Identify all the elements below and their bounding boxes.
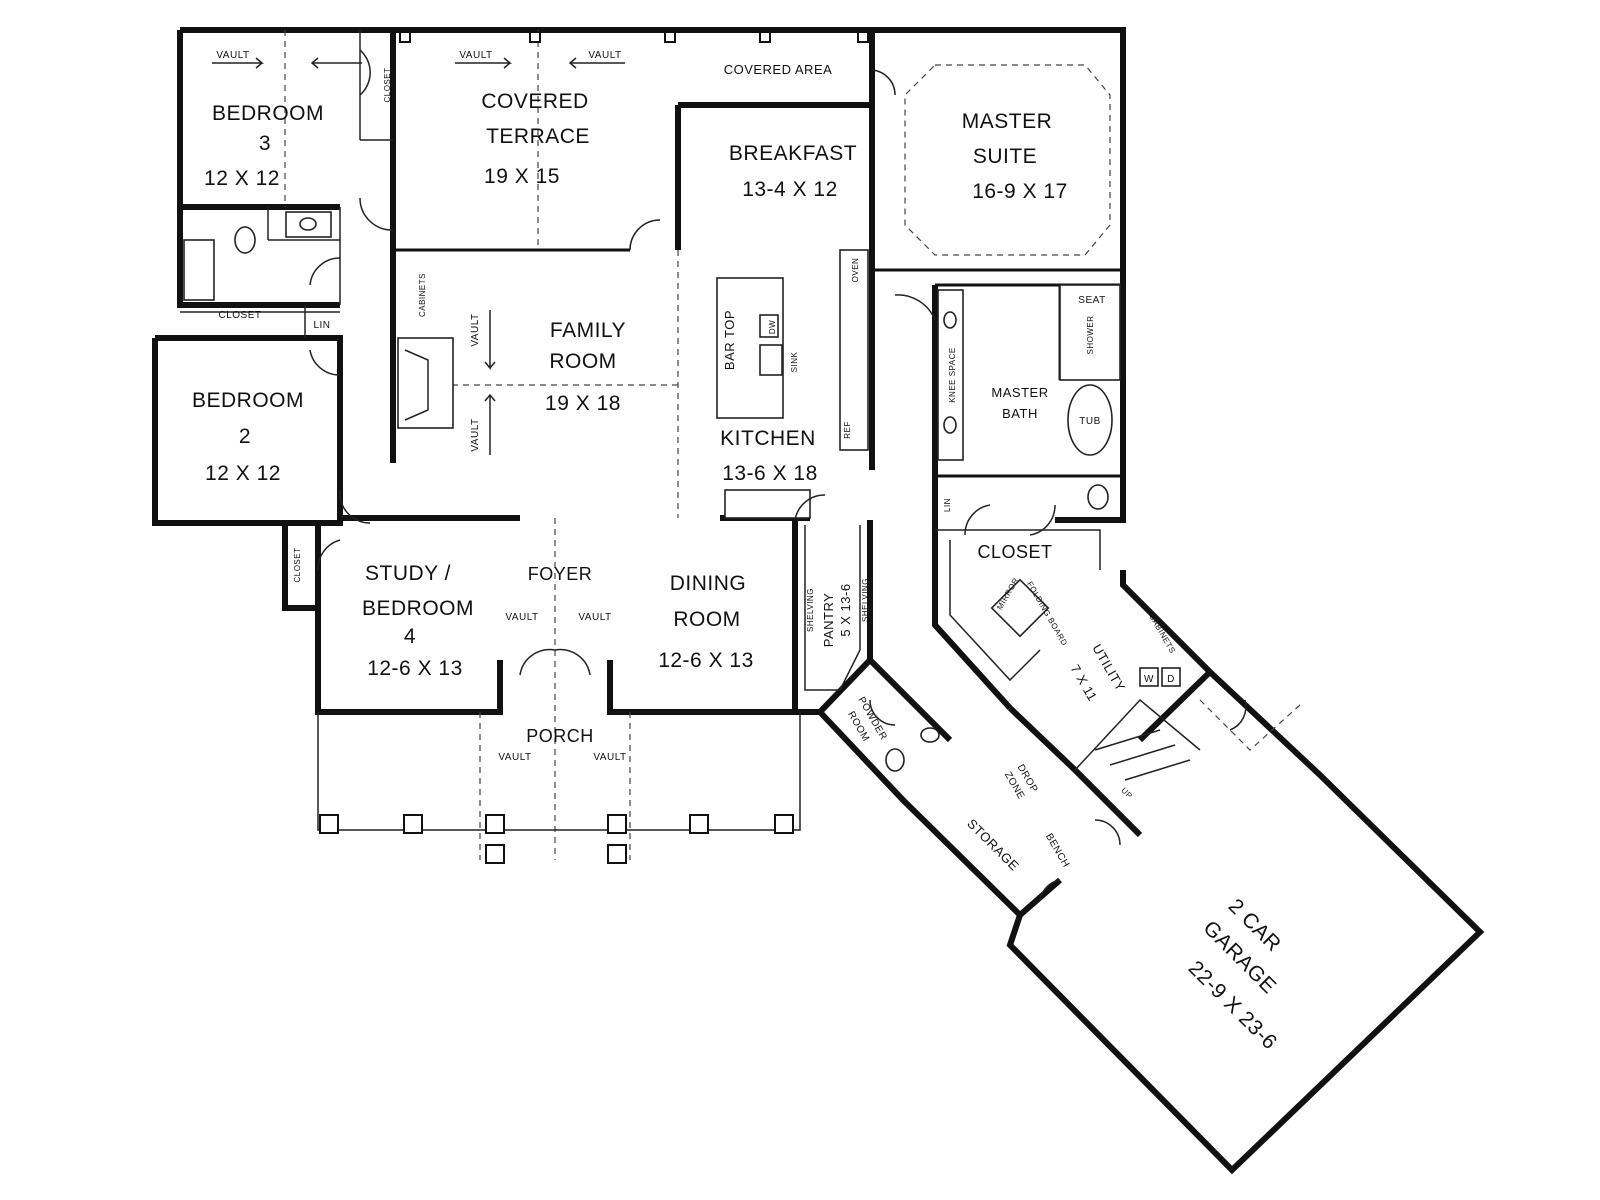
bedroom2-size: 12 X 12: [205, 462, 281, 485]
kitchen-name: KITCHEN: [720, 427, 816, 450]
closet-label: CLOSET: [293, 547, 302, 582]
foyer-label: FOYER: [528, 564, 593, 584]
sink-label: SINK: [790, 352, 799, 373]
pantry-name: PANTRY: [821, 593, 836, 648]
bar-top-label: BAR TOP: [722, 310, 737, 370]
knee-space-label: KNEE SPACE: [948, 347, 957, 403]
linen-label: LIN: [313, 320, 330, 331]
terrace-size: 19 X 15: [484, 165, 560, 188]
bedroom2-number: 2: [239, 425, 251, 448]
dining-name-1: DINING: [670, 572, 747, 595]
vault-label: VAULT: [470, 418, 481, 451]
bedroom3-size: 12 X 12: [204, 167, 280, 190]
vault-label: VAULT: [459, 50, 492, 61]
master-suite-size: 16-9 X 17: [972, 180, 1068, 203]
family-room-name-2: ROOM: [549, 350, 616, 373]
exterior-walls: [152, 27, 1485, 1175]
porch-posts: [319, 31, 869, 864]
study-name-1: STUDY /: [365, 562, 451, 585]
utility-size: 7 X 11: [1067, 662, 1100, 704]
door-swings: [309, 49, 1247, 901]
study-name-3: 4: [404, 625, 416, 648]
study-size: 12-6 X 13: [367, 657, 463, 680]
vault-label: VAULT: [216, 50, 249, 61]
master-closet-label: CLOSET: [977, 542, 1052, 562]
stair-up-label: UP: [1119, 786, 1134, 801]
bedroom3-name: BEDROOM: [212, 102, 324, 125]
master-bath-name-1: MASTER: [991, 385, 1048, 400]
shower-label: SHOWER: [1086, 316, 1095, 355]
small-labels: VAULT VAULT VAULT VAULT VAULT VAULT VAUL…: [216, 50, 1177, 801]
vault-label: VAULT: [470, 313, 481, 346]
linen-label: LIN: [943, 498, 952, 512]
washer-label: W: [1144, 674, 1154, 685]
breakfast-size: 13-4 X 12: [742, 178, 838, 201]
closet-label: CLOSET: [218, 310, 261, 321]
terrace-name-1: COVERED: [481, 90, 588, 113]
shelving-label: SHELVING: [861, 578, 870, 622]
porch-label: PORCH: [526, 726, 594, 746]
vault-label: VAULT: [593, 752, 626, 763]
pantry-size: 5 X 13-6: [838, 583, 853, 636]
master-suite-name-1: MASTER: [962, 110, 1053, 133]
dining-size: 12-6 X 13: [658, 649, 754, 672]
shelving-label: SHELVING: [806, 588, 815, 632]
kitchen-size: 13-6 X 18: [722, 462, 818, 485]
cabinets-label: CABINETS: [418, 273, 427, 317]
vault-label: VAULT: [578, 612, 611, 623]
vault-label: VAULT: [498, 752, 531, 763]
vault-label: VAULT: [505, 612, 538, 623]
master-suite-name-2: SUITE: [973, 145, 1037, 168]
ref-label: REF: [843, 421, 852, 439]
fixtures: [183, 211, 1181, 772]
vault-label: VAULT: [588, 50, 621, 61]
seat-label: SEAT: [1078, 295, 1105, 306]
family-room-size: 19 X 18: [545, 392, 621, 415]
closet-label: CLOSET: [383, 67, 392, 102]
vault-arrows: [212, 57, 625, 455]
family-room-name-1: FAMILY: [550, 319, 626, 342]
study-name-2: BEDROOM: [362, 597, 474, 620]
dryer-label: D: [1167, 674, 1175, 685]
bedroom3-number: 3: [259, 132, 271, 155]
master-bath-name-2: BATH: [1002, 406, 1038, 421]
terrace-name-2: TERRACE: [486, 125, 590, 148]
bedroom2-name: BEDROOM: [192, 389, 304, 412]
oven-label: OVEN: [851, 258, 860, 283]
bench-label: BENCH: [1043, 832, 1071, 870]
breakfast-name: BREAKFAST: [729, 142, 857, 165]
tub-label: TUB: [1079, 416, 1101, 427]
covered-area-label: COVERED AREA: [724, 62, 833, 77]
dishwasher-label: DW: [768, 320, 777, 334]
dining-name-2: ROOM: [673, 608, 740, 631]
